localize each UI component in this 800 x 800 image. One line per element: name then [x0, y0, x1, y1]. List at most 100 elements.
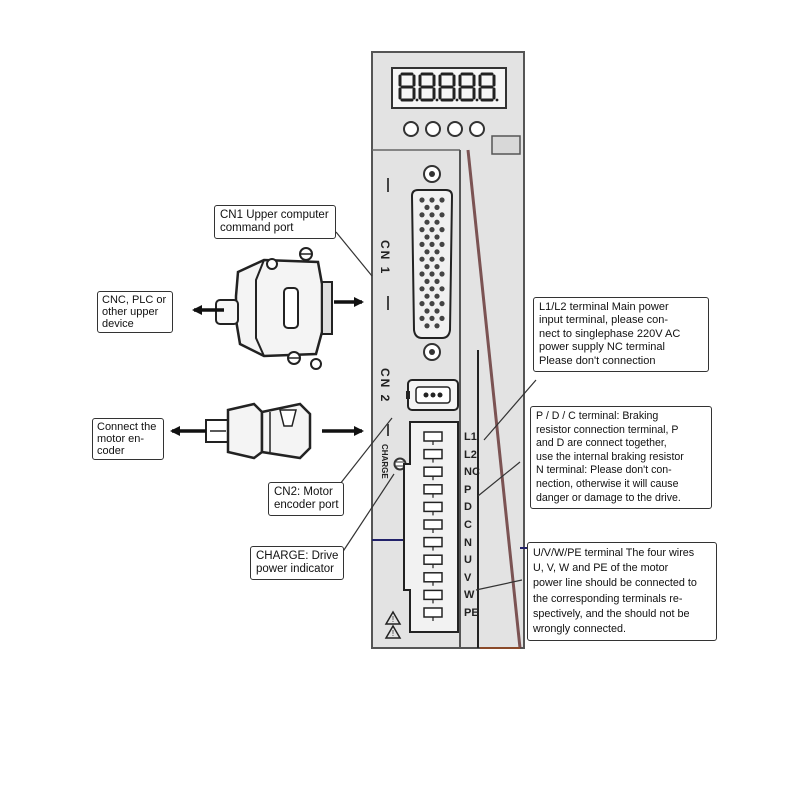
- connector-pin: [424, 264, 430, 270]
- connector-pin: [439, 256, 445, 262]
- terminal-slot: [423, 572, 443, 586]
- connector-pin: [429, 301, 435, 307]
- connector-pin: [424, 323, 430, 329]
- cn1-panel-label: CN 1: [378, 240, 392, 276]
- callout-line: device: [102, 318, 134, 330]
- connector-pin: [429, 212, 435, 218]
- callout-line: wrongly connected.: [533, 623, 627, 636]
- callout-line: CN1 Upper computer: [220, 209, 329, 221]
- connector-pin: [434, 264, 440, 270]
- connector-pin: [429, 227, 435, 233]
- terminal-label-d: D: [464, 501, 472, 514]
- connector-pin: [429, 197, 435, 203]
- display-digit: [438, 72, 459, 102]
- callout-line: command port: [220, 222, 294, 234]
- encoder-plug-icon: [205, 402, 312, 460]
- display-digit: [418, 72, 439, 102]
- connector-pin: [419, 212, 425, 218]
- display-digit: [478, 72, 499, 102]
- connector-pin: [439, 197, 445, 203]
- callout-line: power supply NC terminal: [539, 341, 665, 354]
- connector-pin: [434, 293, 440, 299]
- terminal-slot: [423, 554, 443, 569]
- connector-pin: [424, 278, 430, 284]
- connector-pin: [424, 249, 430, 255]
- connector-pin: [439, 301, 445, 307]
- connector-pin: [419, 227, 425, 233]
- callout-l1-l2: L1/L2 terminal Main power input terminal…: [533, 297, 709, 373]
- connector-pin: [424, 234, 430, 240]
- connector-pin: [434, 278, 440, 284]
- terminal-slot: [423, 607, 443, 621]
- led-display: [391, 67, 507, 109]
- callout-p-d-c: P / D / C terminal: Braking resistor con…: [530, 406, 712, 510]
- callout-line: power line should be connected to: [533, 577, 697, 590]
- terminal-slot: [423, 519, 443, 533]
- key-4[interactable]: [469, 121, 485, 137]
- callout-line: danger or damage to the drive.: [536, 491, 681, 504]
- terminal-slot: [423, 466, 443, 481]
- connector-pin: [439, 212, 445, 218]
- connector-pin: [434, 308, 440, 314]
- key-3[interactable]: [447, 121, 463, 137]
- cn1-connector: [410, 165, 454, 361]
- cn2-connector: [406, 379, 459, 411]
- terminal-label-p: P: [464, 483, 472, 496]
- keypad: [403, 121, 485, 137]
- callout-line: power indicator: [256, 563, 334, 575]
- connector-pin: [424, 308, 430, 314]
- callout-cn2: CN2: Motor encoder port: [268, 482, 344, 516]
- connector-pin: [434, 249, 440, 255]
- connector-pin: [419, 301, 425, 307]
- terminal-slot: [423, 448, 443, 463]
- terminal-label-u: U: [464, 554, 472, 567]
- connector-pin: [419, 197, 425, 203]
- connector-pin: [419, 315, 425, 321]
- callout-line: motor en-: [97, 433, 145, 445]
- callout-line: Connect the: [97, 421, 157, 433]
- connector-pin: [429, 286, 435, 292]
- callout-line: nection, otherwise it will cause: [536, 477, 679, 490]
- display-digit: [398, 72, 419, 102]
- callout-line: P / D / C terminal: Braking: [536, 410, 659, 422]
- terminal-label-c: C: [464, 519, 472, 531]
- terminal-label-v: V: [464, 571, 472, 584]
- connector-pin: [439, 241, 445, 247]
- callout-line: Please don't connection: [539, 354, 656, 367]
- callout-line: input terminal, please con-: [539, 314, 669, 327]
- connector-pin: [429, 256, 435, 262]
- callout-cn1: CN1 Upper computer command port: [214, 205, 336, 239]
- terminal-slot: [423, 589, 443, 604]
- connector-pin: [439, 286, 445, 292]
- callout-motor-encoder: Connect the motor en- coder: [92, 418, 164, 460]
- key-1[interactable]: [403, 121, 419, 137]
- connector-pin: [424, 293, 430, 299]
- connector-pin: [429, 315, 435, 321]
- callout-line: resistor connection terminal, P: [536, 423, 679, 436]
- connector-pin: [424, 219, 430, 225]
- terminal-label-n: N: [464, 536, 472, 549]
- connector-pin: [419, 286, 425, 292]
- terminal-label-l1: L1: [464, 431, 477, 443]
- callout-line: use the internal braking resistor: [536, 450, 684, 463]
- callout-line: nect to singlephase 220V AC: [539, 327, 681, 340]
- connector-pin: [434, 204, 440, 210]
- callout-upper-device: CNC, PLC or other upper device: [97, 291, 173, 333]
- callout-line: N terminal: Please don't con-: [536, 464, 672, 477]
- connector-pin: [434, 323, 440, 329]
- display-digit: [458, 72, 479, 102]
- callout-line: encoder port: [274, 499, 339, 511]
- callout-charge: CHARGE: Drive power indicator: [250, 546, 344, 580]
- terminal-slot: [423, 536, 443, 551]
- connector-pin: [419, 241, 425, 247]
- callout-line: the corresponding terminals re-: [533, 592, 683, 605]
- key-2[interactable]: [425, 121, 441, 137]
- callout-u-v-w-pe: U/V/W/PE terminal The four wires U, V, W…: [527, 542, 717, 642]
- callout-line: U/V/W/PE terminal The four wires: [533, 547, 695, 559]
- callout-line: CNC, PLC or: [102, 294, 167, 306]
- terminal-slot: [423, 484, 443, 498]
- connector-pin: [439, 315, 445, 321]
- connector-pin: [419, 256, 425, 262]
